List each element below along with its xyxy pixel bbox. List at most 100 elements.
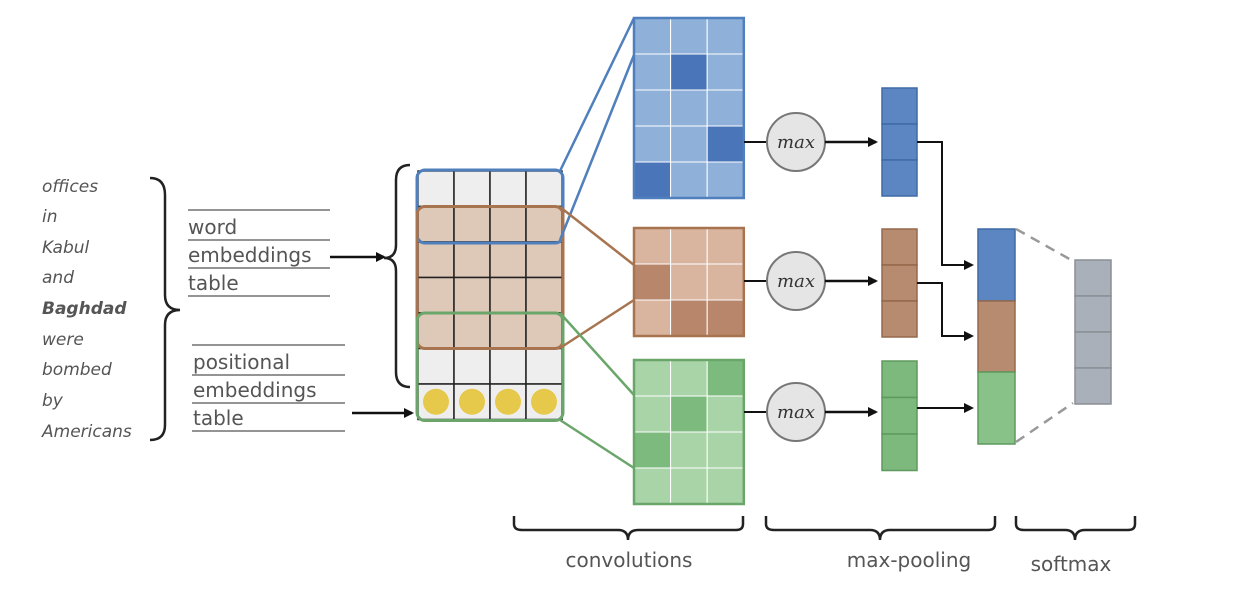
feature-cell xyxy=(670,125,708,163)
positional-table-line-3: table xyxy=(193,406,244,430)
convolution-connections xyxy=(558,17,636,470)
pooled-vector-brown xyxy=(881,228,918,338)
pooled-vector-blue xyxy=(881,87,918,197)
feature-cell xyxy=(633,161,672,199)
input-cell xyxy=(525,276,563,314)
softmax-vector-cell xyxy=(1074,295,1112,333)
input-cell xyxy=(489,347,527,385)
positional-table-line-1: positional xyxy=(193,350,290,374)
input-cell xyxy=(453,241,491,279)
word-in: in xyxy=(42,207,58,227)
sentence-words: offices in Kabul and Baghdad were bombed… xyxy=(41,177,132,442)
blue-window xyxy=(415,168,565,245)
feature-cell xyxy=(670,227,708,265)
feature-cell xyxy=(633,359,672,397)
softmax-vector-cell xyxy=(1074,259,1112,297)
max-pooling-label: max-pooling xyxy=(847,548,971,572)
feature-cell xyxy=(706,227,745,265)
input-cell xyxy=(417,241,455,279)
feature-cell xyxy=(633,227,672,265)
softmax-label: softmax xyxy=(1031,552,1112,576)
concat-arrows xyxy=(917,141,974,413)
pooled-vector-blue-cell xyxy=(881,123,918,161)
input-cell xyxy=(525,312,563,350)
input-cell xyxy=(489,205,527,243)
max-label-brown: max xyxy=(777,271,815,292)
input-cell xyxy=(417,312,455,350)
concat-segment-blue xyxy=(977,228,1016,302)
feature-cell xyxy=(670,161,708,199)
feature-cell xyxy=(633,431,672,469)
feature-cell xyxy=(670,359,708,397)
feature-cell xyxy=(633,395,672,433)
feature-cell xyxy=(633,53,672,91)
feature-cell xyxy=(706,17,745,55)
feature-cell xyxy=(670,263,708,301)
input-cell xyxy=(453,276,491,314)
feature-map-blue-border xyxy=(632,16,746,200)
feature-cell xyxy=(670,395,708,433)
feature-map-brown xyxy=(632,226,746,338)
input-cell xyxy=(417,170,455,208)
feature-cell xyxy=(706,161,745,199)
input-cell xyxy=(525,347,563,385)
feature-cell xyxy=(706,53,745,91)
pooled-vector-green-cell xyxy=(881,433,918,472)
pooled-vector-green-cell xyxy=(881,396,918,435)
max-operators: max max max xyxy=(744,112,878,442)
feature-cell xyxy=(706,467,745,505)
feature-cell xyxy=(670,89,708,127)
feature-cell xyxy=(633,17,672,55)
softmax-connections xyxy=(1015,227,1074,444)
softmax-vector-cell xyxy=(1074,331,1112,369)
feature-cell xyxy=(670,431,708,469)
input-cell xyxy=(489,170,527,208)
feature-cell xyxy=(706,431,745,469)
word-embeddings-label: word embeddings table xyxy=(188,209,330,297)
input-cell xyxy=(525,241,563,279)
feature-cell xyxy=(633,467,672,505)
concat-segment-green xyxy=(977,371,1016,445)
concatenated-vector xyxy=(977,228,1016,445)
max-label-blue: max xyxy=(777,132,815,153)
pooled-vector-blue-cell xyxy=(881,87,918,125)
word-kabul: Kabul xyxy=(42,238,90,258)
softmax-vector-cell xyxy=(1074,367,1112,405)
pooled-vector-brown-cell xyxy=(881,228,918,266)
pooled-vector-brown-cell xyxy=(881,300,918,338)
word-and: and xyxy=(42,268,74,288)
input-cell xyxy=(417,347,455,385)
feature-cell xyxy=(633,299,672,337)
word-by: by xyxy=(42,391,64,411)
positional-dot xyxy=(423,388,449,415)
pooled-vector-green xyxy=(881,360,918,472)
word-offices: offices xyxy=(42,177,98,197)
softmax-vector xyxy=(1074,259,1112,405)
feature-cell xyxy=(633,89,672,127)
feature-cell xyxy=(706,359,745,397)
input-cell xyxy=(453,205,491,243)
feature-maps xyxy=(632,16,746,506)
word-bombed: bombed xyxy=(42,360,112,380)
convolutions-brace xyxy=(512,516,745,541)
feature-cell xyxy=(706,395,745,433)
softmax-brace xyxy=(1014,516,1137,541)
positional-embeddings-label: positional embeddings table xyxy=(192,344,345,432)
stage-braces: convolutions max-pooling softmax xyxy=(512,516,1137,576)
feature-cell xyxy=(670,17,708,55)
feature-cell xyxy=(670,53,708,91)
feature-cell xyxy=(706,89,745,127)
feature-cell xyxy=(670,299,708,337)
input-cell xyxy=(453,170,491,208)
feature-map-blue xyxy=(632,16,746,200)
positional-table-line-2: embeddings xyxy=(193,378,317,402)
max-pooling-brace xyxy=(764,516,997,541)
input-cell xyxy=(489,241,527,279)
pooled-vector-green-cell xyxy=(881,360,918,399)
word-americans: Americans xyxy=(41,422,132,442)
feature-cell xyxy=(706,263,745,301)
pooled-vectors xyxy=(881,87,1112,472)
feature-cell xyxy=(670,467,708,505)
